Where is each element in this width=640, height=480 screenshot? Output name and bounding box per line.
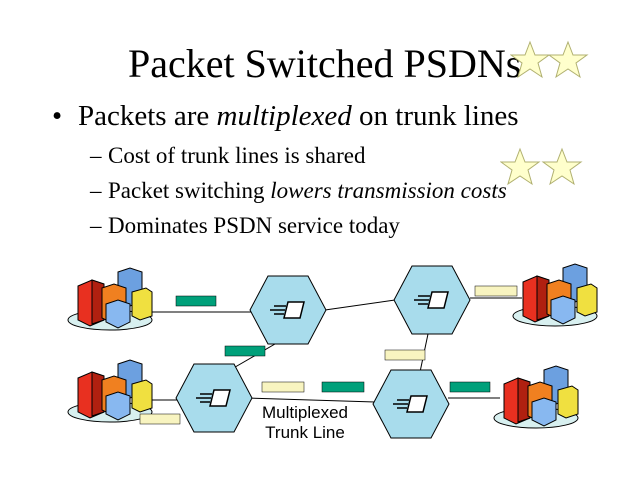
bullet-marker: •	[52, 100, 63, 132]
building-icon	[67, 267, 153, 331]
bullet-text-pre: Packets are	[78, 100, 217, 132]
packet-switch-icon	[372, 369, 450, 439]
packet-switch-icon	[249, 275, 327, 345]
packet	[474, 285, 518, 297]
packet-switch-icon	[393, 265, 471, 335]
sub-bullet-text: Dominates PSDN service today	[108, 213, 400, 238]
packet	[139, 413, 181, 425]
sub-bullet-text: Cost of trunk lines is shared	[108, 143, 366, 168]
building-icon	[512, 263, 598, 327]
slide-title: Packet Switched PSDNs	[128, 41, 522, 86]
packet	[449, 381, 491, 393]
decorative-stars-title	[509, 40, 590, 85]
star-icon	[547, 40, 589, 79]
packet	[384, 349, 426, 361]
star-icon	[541, 147, 583, 186]
sub-bullet: –Packet switching lowers transmission co…	[90, 178, 507, 204]
sub-bullet-emphasis: lowers transmission costs	[270, 178, 507, 203]
packet	[261, 381, 305, 393]
link-line	[229, 343, 276, 371]
trunk-line-label-line2: Trunk Line	[265, 423, 345, 442]
trunk-line	[244, 397, 376, 403]
packet-switch-icon	[175, 363, 253, 433]
packet	[175, 295, 217, 307]
building-icon	[67, 359, 153, 423]
star-icon	[509, 40, 551, 79]
sub-bullet-marker: –	[90, 143, 102, 168]
sub-bullet-marker: –	[90, 178, 102, 203]
decorative-stars-side	[499, 147, 584, 192]
trunk-line-label: Multiplexed Trunk Line	[262, 403, 348, 443]
sub-bullet-text: Packet switching	[108, 178, 271, 203]
bullet-text-emphasis: multiplexed	[216, 100, 352, 132]
packet	[224, 345, 266, 357]
main-bullet: • Packets are multiplexed on trunk lines	[52, 100, 519, 133]
building-icon	[493, 365, 579, 429]
star-icon	[499, 147, 541, 186]
sub-bullet-marker: –	[90, 213, 102, 238]
bullet-text-post: on trunk lines	[351, 100, 519, 132]
sub-bullet: –Dominates PSDN service today	[90, 213, 400, 239]
trunk-line-label-line1: Multiplexed	[262, 403, 348, 422]
link-line	[324, 299, 396, 311]
sub-bullet: –Cost of trunk lines is shared	[90, 143, 365, 169]
packet	[321, 381, 365, 393]
